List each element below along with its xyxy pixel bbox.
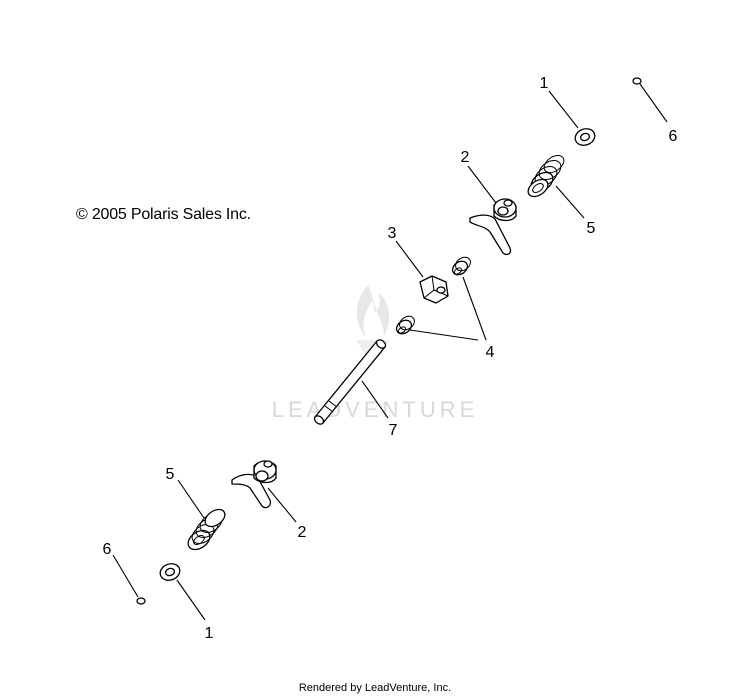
callout-2-bottom: 2 xyxy=(298,524,307,541)
footer-text: Rendered by LeadVenture, Inc. xyxy=(298,682,452,694)
leader-lines xyxy=(112,83,668,621)
callout-5-top: 5 xyxy=(587,220,596,237)
callout-1-top: 1 xyxy=(540,75,549,92)
shaft-part xyxy=(313,339,387,425)
detent-part xyxy=(419,275,449,304)
callouts: 1 6 2 5 3 4 7 5 2 6 1 xyxy=(103,75,678,642)
callout-2-top: 2 xyxy=(461,149,470,166)
shift-fork-top-part xyxy=(469,198,517,255)
copyright-text: © 2005 Polaris Sales Inc. xyxy=(76,206,251,223)
callout-1-bottom: 1 xyxy=(205,625,214,642)
callout-3: 3 xyxy=(388,225,397,242)
watermark-text: LEADVENTURE xyxy=(272,397,479,422)
clip-bottom-part xyxy=(136,597,146,605)
washer-bottom-part xyxy=(159,563,181,581)
small-spring-upper-part xyxy=(451,256,471,276)
washer-top-part xyxy=(574,128,596,146)
callout-4: 4 xyxy=(486,344,495,361)
spring-bottom-part xyxy=(187,508,226,551)
spring-top-part xyxy=(527,154,565,198)
small-spring-lower-part xyxy=(395,315,415,335)
callout-6-bottom: 6 xyxy=(103,541,112,558)
shift-fork-bottom-part xyxy=(231,460,277,509)
clip-top-part xyxy=(632,77,642,85)
callout-6-top: 6 xyxy=(669,128,678,145)
callout-5-bottom: 5 xyxy=(166,466,175,483)
callout-7: 7 xyxy=(389,422,398,439)
